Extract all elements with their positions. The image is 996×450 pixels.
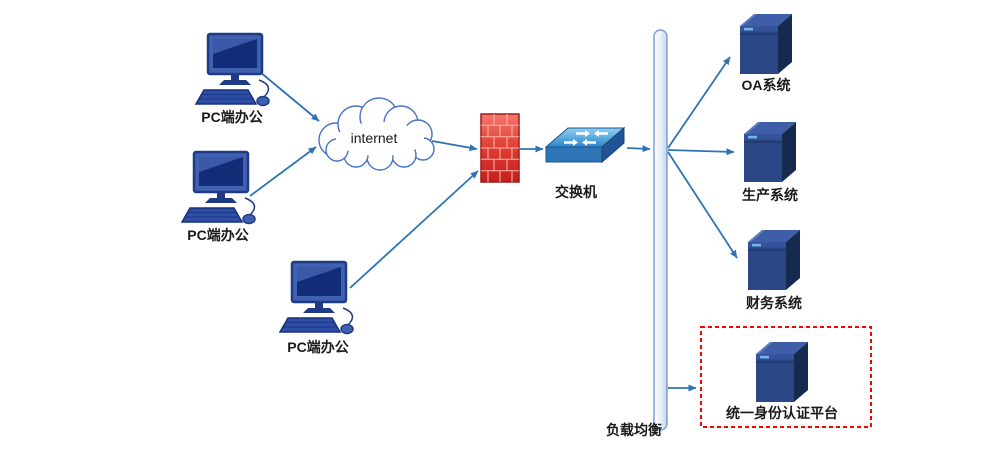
desktop-pc-icon — [180, 150, 257, 225]
red-dashed-highlight-box — [700, 326, 872, 428]
connector-pc-bottom-to-firewall — [349, 170, 479, 289]
server-tower-icon — [755, 341, 809, 403]
cloud-fill — [336, 122, 424, 156]
connector-switch-to-loadbalancer — [626, 145, 651, 153]
node-internet: internet — [318, 97, 435, 171]
server-oa-label: OA系统 — [742, 77, 791, 93]
firewall-mortar-lines — [481, 114, 519, 182]
pc-top-label: PC端办公 — [201, 109, 262, 125]
network-switch-icon — [544, 126, 626, 164]
node-firewall — [480, 113, 520, 183]
server-finance-label: 财务系统 — [745, 295, 802, 311]
node-pc-top: PC端办公 — [194, 32, 271, 125]
node-switch: 交换机 — [544, 126, 626, 200]
server-production-label: 生产系统 — [742, 187, 798, 203]
pc-middle-label: PC端办公 — [187, 227, 248, 243]
switch-arrows — [564, 130, 608, 146]
connector-loadbalancer-to-production — [667, 148, 735, 156]
server-identity-label: 统一身份认证平台 — [726, 405, 838, 421]
node-pc-middle: PC端办公 — [180, 150, 257, 243]
connector-loadbalancer-to-oa — [667, 56, 731, 149]
node-server-finance: 财务系统 — [745, 229, 802, 311]
internet-label: internet — [351, 130, 398, 146]
connector-pc-top-to-internet — [259, 71, 320, 122]
desktop-pc-icon — [278, 260, 355, 335]
node-pc-bottom: PC端办公 — [278, 260, 355, 355]
desktop-pc-icon — [194, 32, 271, 107]
node-load-balancer: 负载均衡 — [606, 29, 668, 438]
connector-lines — [249, 56, 738, 392]
connector-pc-middle-to-internet — [249, 146, 317, 197]
server-tower-icon — [739, 13, 793, 75]
pc-bottom-label: PC端办公 — [287, 339, 348, 355]
connector-loadbalancer-to-finance — [667, 151, 738, 259]
load-balancer-bar-icon — [653, 29, 668, 431]
server-tower-icon — [743, 121, 797, 183]
node-server-oa: OA系统 — [739, 13, 793, 93]
switch-label: 交换机 — [555, 184, 597, 200]
node-server-production: 生产系统 — [742, 121, 798, 203]
server-tower-icon — [747, 229, 801, 291]
node-server-identity: 统一身份认证平台 — [700, 326, 872, 428]
load-balancer-label: 负载均衡 — [606, 422, 662, 438]
connector-internet-to-firewall — [431, 140, 478, 152]
